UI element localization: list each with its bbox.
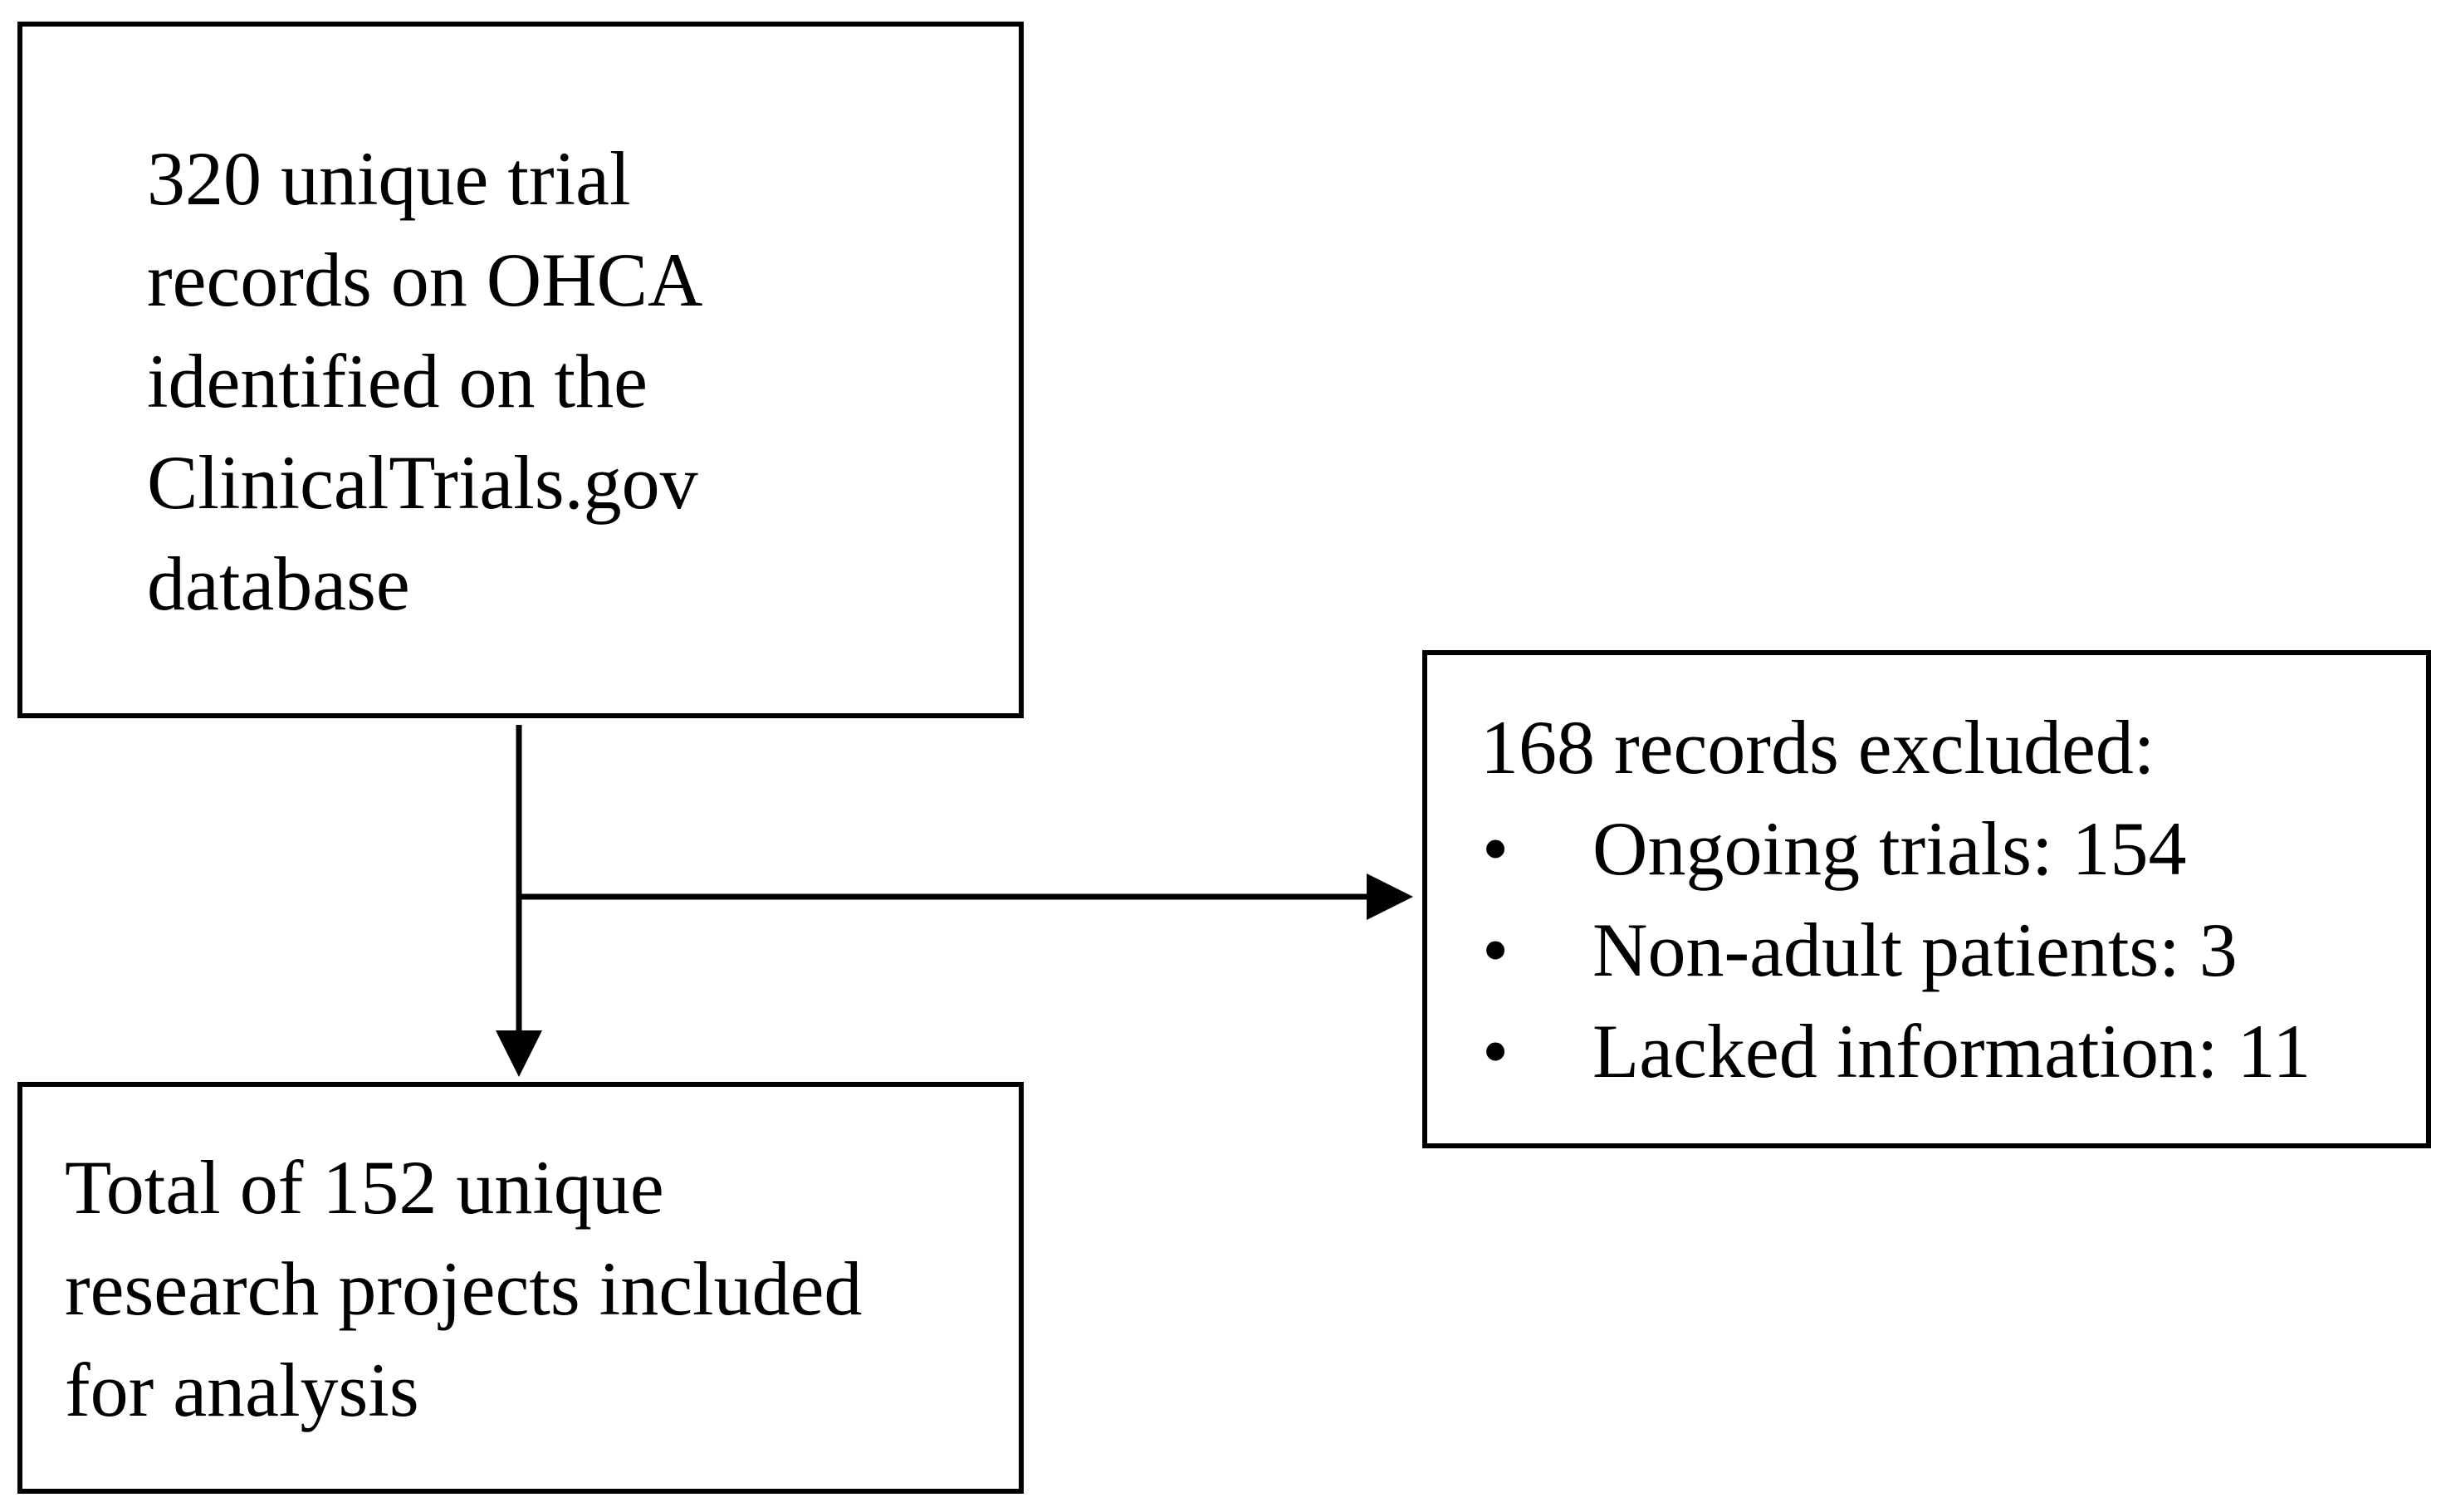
bullet-icon: •: [1482, 806, 1509, 891]
bullet-icon: •: [1482, 1009, 1509, 1094]
bullet-icon: •: [1482, 908, 1509, 992]
exclusion-reason-text: Ongoing trials: 154: [1592, 806, 2187, 891]
exclusion-reason-item: • Lacked information: 11: [1480, 1001, 2311, 1102]
exclusion-reasons-list: • Ongoing trials: 154 • Non-adult patien…: [1480, 798, 2311, 1102]
identified-records-text: 320 unique trial records on OHCA identif…: [147, 128, 702, 634]
excluded-records-box: 168 records excluded: • Ongoing trials: …: [1422, 650, 2431, 1148]
included-line: for analysis: [65, 1348, 419, 1432]
identified-records-box: 320 unique trial records on OHCA identif…: [17, 22, 1024, 718]
exclusion-reason-text: Non-adult patients: 3: [1592, 908, 2238, 992]
identified-line: database: [147, 541, 410, 626]
exclusion-reason-item: • Non-adult patients: 3: [1480, 899, 2311, 1001]
identified-line: ClinicalTrials.gov: [147, 440, 698, 525]
identified-line: identified on the: [147, 339, 648, 423]
identified-line: 320 unique trial: [147, 136, 631, 221]
exclusion-reason-item: • Ongoing trials: 154: [1480, 798, 2311, 899]
excluded-heading: 168 records excluded:: [1480, 705, 2155, 790]
identified-line: records on OHCA: [147, 237, 703, 322]
included-projects-text: Total of 152 unique research projects in…: [65, 1137, 862, 1441]
included-projects-box: Total of 152 unique research projects in…: [17, 1082, 1024, 1494]
included-line: Total of 152 unique: [65, 1145, 664, 1230]
exclusion-reason-text: Lacked information: 11: [1592, 1009, 2311, 1094]
included-line: research projects included: [65, 1246, 863, 1331]
